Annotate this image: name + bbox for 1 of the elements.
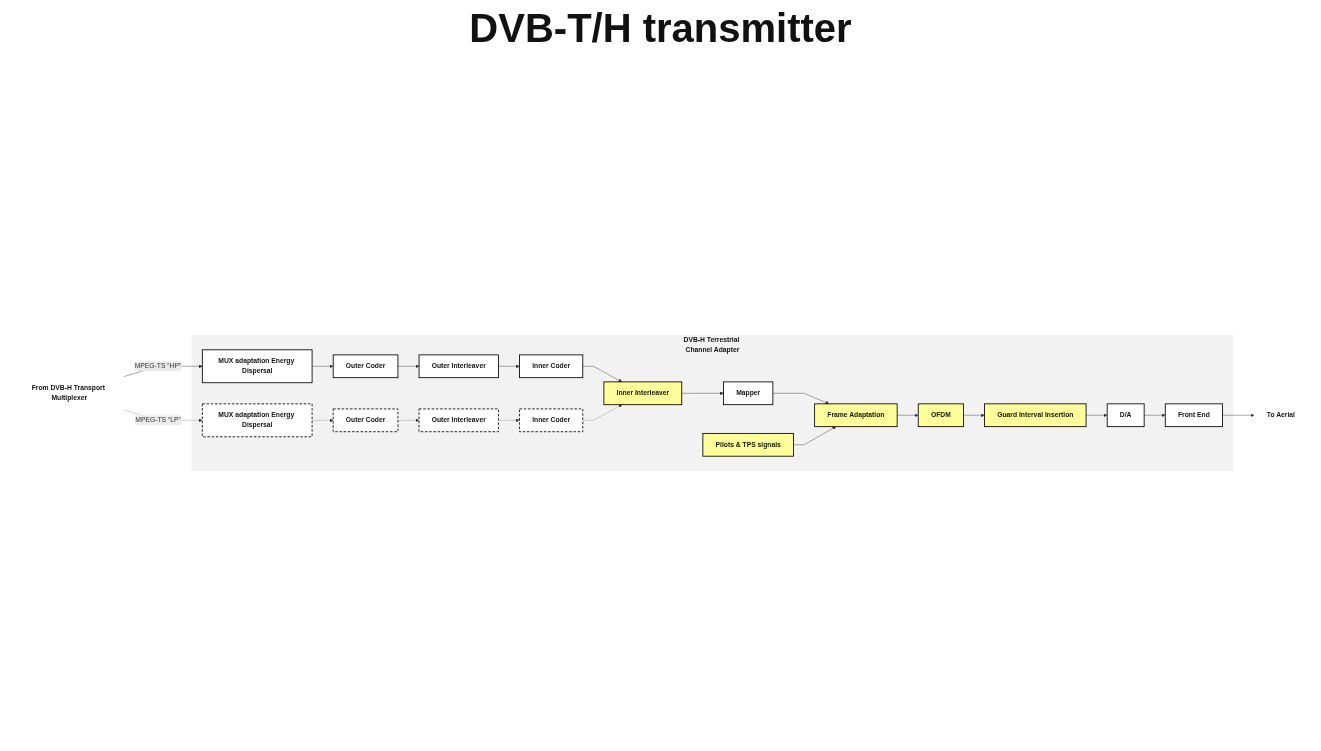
title: DVB-T/H transmitter: [469, 6, 852, 51]
